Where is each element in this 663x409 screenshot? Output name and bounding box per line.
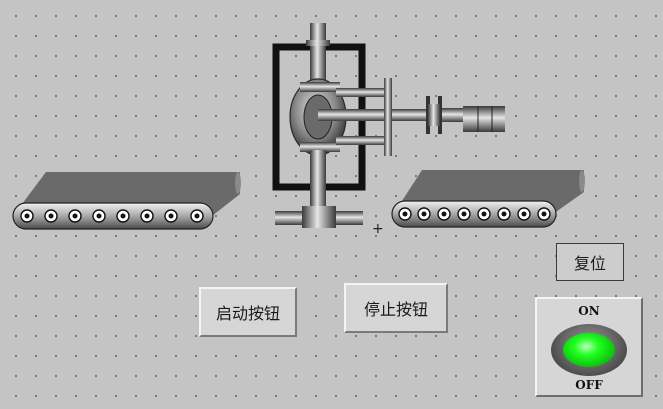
indicator-lamp-light [563,333,615,367]
left-conveyor-icon [12,172,241,230]
stop-button[interactable]: 停止按钮 [344,283,448,333]
status-indicator-panel: ON OFF [535,297,643,397]
indicator-lamp-ring [551,324,627,376]
indicator-off-label: OFF [575,378,603,392]
indicator-on-label: ON [578,304,600,318]
reset-button[interactable]: 复位 [556,243,624,281]
cursor-crosshair: + [372,221,384,237]
press-machine-icon [272,23,505,228]
start-button[interactable]: 启动按钮 [199,287,297,337]
right-conveyor-icon [391,170,585,228]
